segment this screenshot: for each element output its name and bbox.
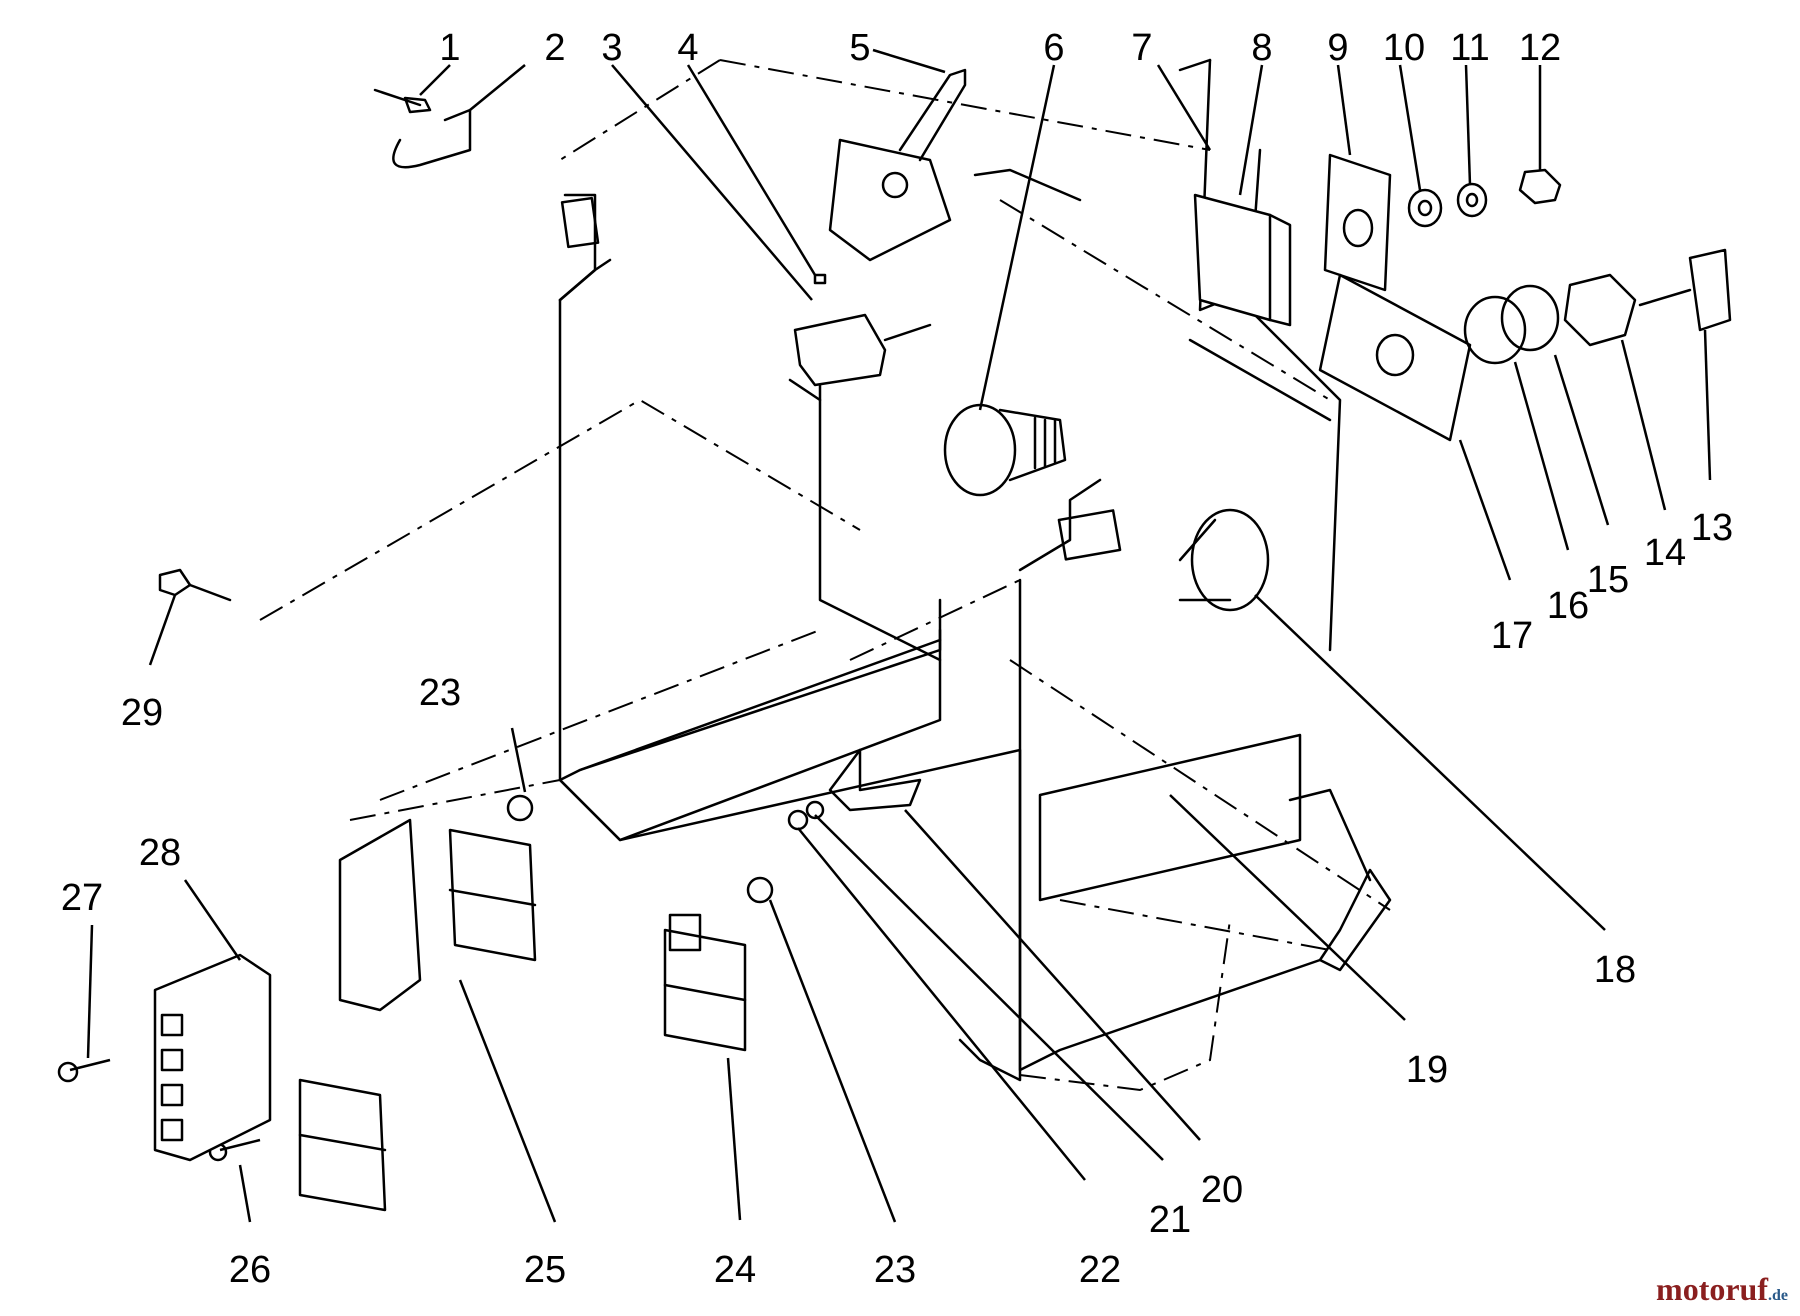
part-14-nut [1563, 273, 1637, 347]
callout-22: 22 [1079, 1249, 1121, 1291]
callout-26: 26 [229, 1249, 271, 1291]
part-2-clip [392, 108, 472, 169]
part-25-bracket-relay [338, 818, 537, 1012]
callout-20: 20 [1201, 1169, 1243, 1211]
callout-18: 18 [1594, 949, 1636, 991]
callout-15: 15 [1587, 559, 1629, 601]
callout-13: 13 [1691, 507, 1733, 549]
callout-6: 6 [1043, 27, 1064, 69]
callout-4: 4 [677, 27, 698, 69]
part-23-nut-top [506, 794, 534, 822]
part-6-ignition-switch [943, 403, 1067, 497]
callout-17: 17 [1491, 615, 1533, 657]
part-23-nut-bottom [746, 876, 774, 904]
part-10-washer [1407, 188, 1443, 228]
callout-labels: 1 2 3 4 5 6 7 8 9 10 11 12 13 14 15 16 1… [61, 27, 1733, 1291]
part-26-screw-relay [208, 1078, 387, 1212]
leader-lines [86, 48, 1712, 1223]
callout-23-top: 23 [419, 672, 461, 714]
part-11-washer [1456, 182, 1488, 218]
part-29-bolt [158, 568, 232, 602]
callout-28: 28 [139, 832, 181, 874]
callout-9: 9 [1327, 27, 1348, 69]
part-13-key [1638, 248, 1732, 332]
part-27-screw [57, 1058, 111, 1083]
callout-27: 27 [61, 877, 103, 919]
part-18-gauge [1178, 508, 1270, 612]
part-20-bracket [828, 748, 922, 812]
watermark-logo: motoruf.de [1656, 1271, 1788, 1308]
part-16-washer [1463, 295, 1527, 365]
part-4-spacer [813, 273, 827, 285]
part-8-switch-body [1193, 193, 1292, 327]
callout-8: 8 [1251, 27, 1272, 69]
callout-2: 2 [544, 27, 565, 69]
watermark-tld: .de [1768, 1287, 1788, 1304]
callout-24: 24 [714, 1249, 756, 1291]
callout-23-bottom: 23 [874, 1249, 916, 1291]
callout-16: 16 [1547, 585, 1589, 627]
callout-10: 10 [1383, 27, 1425, 69]
part-9-plate [1323, 153, 1392, 292]
callout-5: 5 [849, 27, 870, 69]
callout-1: 1 [439, 27, 460, 69]
control-panel-outline [259, 58, 1392, 1092]
part-12-nut [1518, 168, 1562, 205]
watermark-brand: motoruf [1656, 1271, 1768, 1307]
callout-12: 12 [1519, 27, 1561, 69]
callout-3: 3 [601, 27, 622, 69]
callout-25: 25 [524, 1249, 566, 1291]
callout-19: 19 [1406, 1049, 1448, 1091]
part-15-washer [1500, 284, 1560, 352]
part-17-decal [1318, 273, 1472, 442]
part-5-lever-switch [828, 68, 967, 262]
part-3-toggle-switch [793, 313, 932, 387]
callout-11: 11 [1450, 27, 1489, 69]
callout-14: 14 [1644, 532, 1686, 574]
callout-21: 21 [1149, 1199, 1191, 1241]
part-1-terminal [373, 88, 432, 114]
callout-7: 7 [1131, 27, 1152, 69]
part-28-fuse-block [153, 953, 272, 1162]
part-21-washer [805, 800, 825, 820]
part-22-nut [787, 809, 809, 831]
part-24-relay [663, 913, 747, 1052]
callout-29: 29 [121, 692, 163, 734]
